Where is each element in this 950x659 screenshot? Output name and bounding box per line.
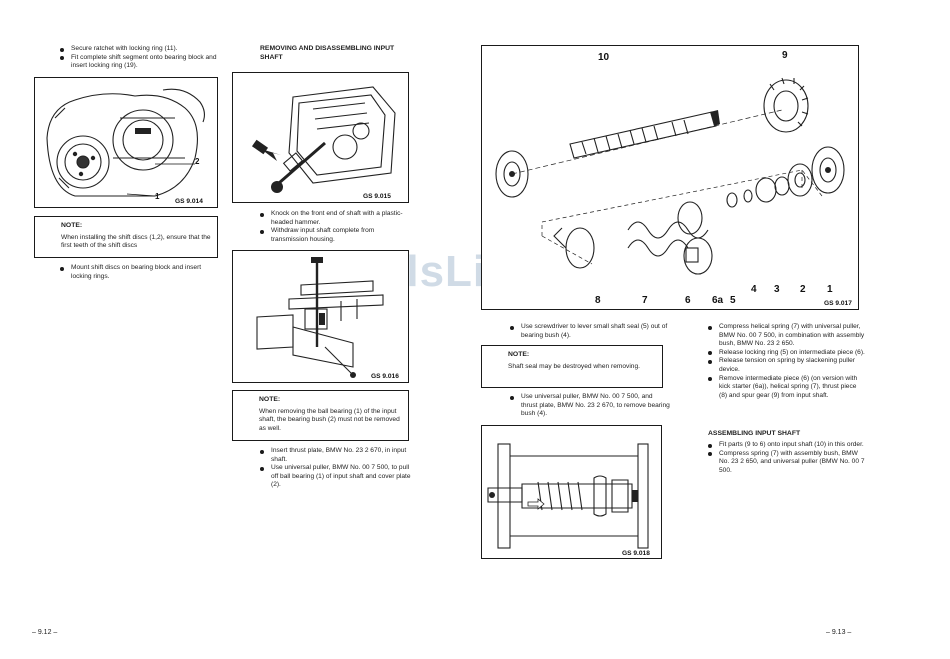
figure-caption: GS 9.014: [175, 198, 203, 205]
part-label-8: 8: [595, 295, 601, 306]
note-title: NOTE:: [259, 396, 281, 403]
note-text: Shaft seal may be destroyed when removin…: [508, 362, 640, 370]
bullet-item: Mount shift discs on bearing block and i…: [58, 264, 218, 281]
bullet-item: Release tension on spring by slackening …: [706, 357, 866, 374]
bullet-item: Use screwdriver to lever small shaft sea…: [508, 323, 670, 340]
part-label-6a: 6a: [712, 295, 724, 306]
bullet-list-bottom: Fit parts (9 to 6) onto input shaft (10)…: [706, 441, 866, 475]
bullet-item: Insert thrust plate, BMW No. 23 2 670, i…: [258, 447, 413, 464]
bullet-item: Remove intermediate piece (6) (on versio…: [706, 375, 866, 401]
part-label-1: 1: [827, 284, 833, 295]
housing-with-shaft-illustration: [251, 86, 396, 193]
bullet-item: Compress spring (7) with assembly bush, …: [706, 450, 866, 476]
callout-label: 2: [195, 157, 200, 166]
bullet-item: Use universal puller, BMW No. 00 7 500, …: [258, 464, 413, 490]
part-label-4: 4: [751, 284, 757, 295]
figure-caption: GS 9.017: [824, 300, 852, 307]
callout-label: 1: [155, 192, 160, 201]
input-shaft-exploded-view: [495, 77, 845, 275]
bullet-list-mid: Knock on the front end of shaft with a p…: [258, 210, 413, 244]
part-label-10: 10: [598, 52, 610, 63]
note-title: NOTE:: [61, 222, 83, 229]
shift-segment-illustration: [46, 88, 206, 197]
part-label-2: 2: [800, 284, 806, 295]
bullet-item: Use universal puller, BMW No. 00 7 500, …: [508, 393, 670, 419]
bullet-item: Compress helical spring (7) with univers…: [706, 323, 866, 349]
note-box: NOTE: When removing the ball bearing (1)…: [232, 390, 409, 441]
part-label-9: 9: [782, 50, 788, 61]
bullet-item: Fit complete shift segment onto bearing …: [58, 54, 223, 71]
figure-gs-9-017: 10 9 8 7 6 6a 5 4 3 2 1 GS 9.017: [481, 45, 859, 310]
part-label-3: 3: [774, 284, 780, 295]
bullet-list-top: Secure ratchet with locking ring (11). F…: [58, 45, 223, 71]
bullet-list-bottom: Mount shift discs on bearing block and i…: [58, 264, 218, 281]
note-text: When removing the ball bearing (1) of th…: [259, 407, 400, 432]
bullet-list-bottom: Insert thrust plate, BMW No. 23 2 670, i…: [258, 447, 413, 490]
note-text: When installing the shift discs (1,2), e…: [61, 233, 211, 250]
part-label-6: 6: [685, 295, 691, 306]
figure-caption: GS 9.018: [622, 550, 650, 557]
bullet-item: Fit parts (9 to 6) onto input shaft (10)…: [706, 441, 866, 450]
figure-gs-9-016: GS 9.016: [232, 250, 409, 383]
bullet-list-bottom: Use universal puller, BMW No. 00 7 500, …: [508, 393, 670, 419]
figure-caption: GS 9.016: [371, 373, 399, 380]
note-title: NOTE:: [508, 351, 530, 358]
section-heading: REMOVING AND DISASSEMBLING INPUT SHAFT: [260, 45, 395, 61]
bullet-item: Release locking ring (5) on intermediate…: [706, 349, 866, 358]
note-box: NOTE: When installing the shift discs (1…: [34, 216, 218, 258]
figure-caption: GS 9.015: [363, 193, 391, 200]
bullet-list-top: Use screwdriver to lever small shaft sea…: [508, 323, 670, 340]
page-number-left: – 9.12 –: [32, 629, 58, 636]
part-label-7: 7: [642, 295, 648, 306]
figure-gs-9-014: 2 1 GS 9.014: [34, 77, 218, 208]
part-label-5: 5: [730, 295, 736, 306]
page-number-right: – 9.13 –: [826, 629, 852, 636]
bullet-item: Secure ratchet with locking ring (11).: [58, 45, 223, 54]
note-box: NOTE: Shaft seal may be destroyed when r…: [481, 345, 663, 388]
bullet-list-top: Compress helical spring (7) with univers…: [706, 323, 866, 400]
section-heading: ASSEMBLING INPUT SHAFT: [708, 430, 801, 437]
bullet-item: Knock on the front end of shaft with a p…: [258, 210, 413, 227]
figure-gs-9-018: GS 9.018: [481, 425, 662, 559]
puller-compressing-spring-illustration: [487, 443, 649, 549]
bullet-item: Withdraw input shaft complete from trans…: [258, 227, 413, 244]
figure-gs-9-015: GS 9.015: [232, 72, 409, 203]
puller-on-shaft-illustration: [256, 257, 384, 378]
